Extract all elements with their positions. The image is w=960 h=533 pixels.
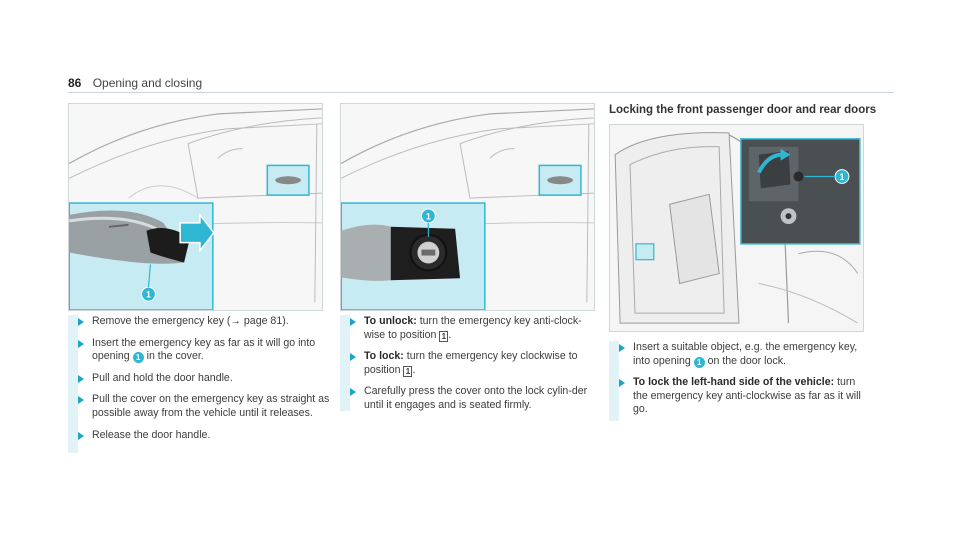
figure-rear-door-lock: 1 [609, 124, 864, 332]
step-arrow-icon [78, 396, 84, 405]
step-arrow-icon [619, 379, 625, 388]
highlight-bar [68, 315, 78, 453]
step-release-handle: Release the door handle. [68, 429, 330, 443]
step-arrow-icon [78, 374, 84, 383]
highlight-bar [609, 341, 619, 421]
step-lock-left-side: To lock the left-hand side of the vehicl… [609, 376, 871, 417]
highlight-bar [340, 315, 350, 411]
position-1-symbol: 1 [403, 365, 413, 377]
step-pull-cover: Pull the cover on the emergency key as s… [68, 393, 330, 420]
position-1-symbol: 1 [439, 330, 449, 342]
instructions-column-3: Insert a suitable object, e.g. the emerg… [609, 341, 871, 425]
step-lock: To lock: turn the emergency key clockwis… [340, 350, 602, 377]
step-unlock: To unlock: turn the emergency key anti-c… [340, 315, 602, 342]
step-arrow-icon [619, 344, 625, 352]
step-arrow-icon [350, 318, 356, 326]
rear-door-lock-illustration: 1 [610, 125, 863, 331]
section-title-locking: Locking the front passenger door and rea… [609, 104, 877, 116]
lock-cylinder-illustration: 1 [341, 104, 594, 310]
step-pull-handle: Pull and hold the door handle. [68, 372, 330, 386]
instructions-column-2: To unlock: turn the emergency key anti-c… [340, 315, 602, 421]
figure-lock-cylinder: 1 [340, 103, 595, 311]
step-insert-key: Insert the emergency key as far as it wi… [68, 337, 330, 364]
step-insert-object: Insert a suitable object, e.g. the emerg… [609, 341, 871, 368]
page-ref-link[interactable]: page 81). [240, 315, 289, 327]
page-header: 86 Opening and closing [68, 76, 202, 90]
header-divider [68, 92, 894, 93]
step-remove-key: Remove the emergency key (→ page 81). [68, 315, 330, 329]
step-arrow-icon [78, 339, 84, 348]
page-number: 86 [68, 76, 82, 90]
instructions-column-1: Remove the emergency key (→ page 81). In… [68, 315, 330, 453]
page-ref-arrow: → [230, 315, 241, 327]
figure-remove-cover: 1 [68, 103, 323, 311]
door-handle-illustration: 1 [69, 104, 322, 310]
step-arrow-icon [78, 318, 84, 326]
callout-1-fig3: 1 [839, 172, 844, 182]
callout-1-badge: 1 [693, 356, 705, 368]
step-arrow-icon [350, 388, 356, 397]
section-name: Opening and closing [92, 76, 203, 90]
callout-1-fig1: 1 [146, 290, 151, 300]
callout-1-badge: 1 [132, 352, 144, 364]
callout-1-fig2: 1 [426, 211, 431, 221]
step-arrow-icon [350, 353, 356, 362]
step-press-cover: Carefully press the cover onto the lock … [340, 385, 602, 412]
step-arrow-icon [78, 431, 84, 440]
